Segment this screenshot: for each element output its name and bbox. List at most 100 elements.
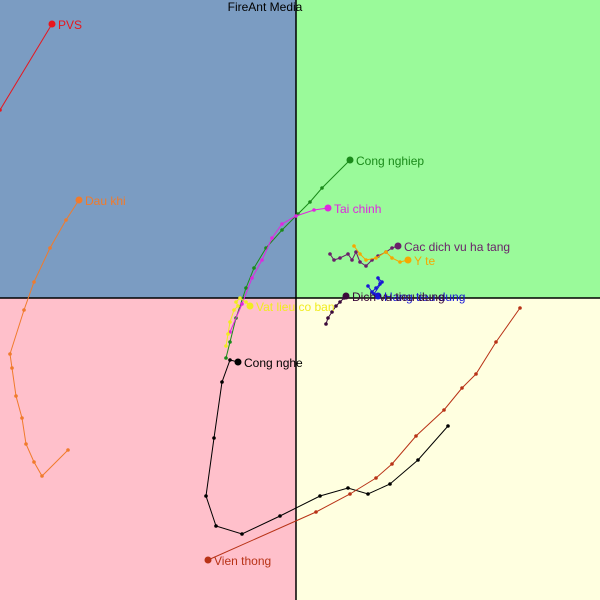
series-point[interactable] (252, 266, 256, 270)
series-label: Hang tieu dung (384, 290, 465, 304)
series-point[interactable] (374, 286, 378, 290)
series-point[interactable] (280, 222, 284, 226)
series-point[interactable] (8, 352, 12, 356)
series-point[interactable] (324, 322, 328, 326)
series-point[interactable] (460, 386, 464, 390)
series-head-point[interactable] (246, 302, 254, 310)
series-point[interactable] (236, 304, 240, 308)
series-head-point[interactable] (342, 292, 350, 300)
series-point[interactable] (374, 256, 378, 260)
series-point[interactable] (24, 442, 28, 446)
series-point[interactable] (346, 486, 350, 490)
series-point[interactable] (518, 306, 522, 310)
series-point[interactable] (442, 408, 446, 412)
series-point[interactable] (244, 300, 248, 304)
series-point[interactable] (66, 448, 70, 452)
series-head-point[interactable] (374, 292, 382, 300)
series-point[interactable] (224, 344, 228, 348)
series-point[interactable] (212, 436, 216, 440)
series-point[interactable] (64, 218, 68, 222)
series-point[interactable] (228, 358, 232, 362)
series-point[interactable] (398, 260, 402, 264)
series-head-point[interactable] (346, 156, 354, 164)
series-head-point[interactable] (404, 256, 412, 264)
series-point[interactable] (416, 458, 420, 462)
series-point[interactable] (280, 228, 284, 232)
series-point[interactable] (314, 510, 318, 514)
series-point[interactable] (380, 280, 384, 284)
series-point[interactable] (446, 424, 450, 428)
series-point[interactable] (14, 394, 18, 398)
series-point[interactable] (232, 308, 236, 312)
series-point[interactable] (10, 366, 14, 370)
series-point[interactable] (204, 494, 208, 498)
series-point[interactable] (350, 258, 354, 262)
series-point[interactable] (308, 200, 312, 204)
series-point[interactable] (226, 332, 230, 336)
series-point[interactable] (260, 258, 264, 262)
series-point[interactable] (228, 340, 232, 344)
series-point[interactable] (240, 302, 244, 306)
series-point[interactable] (220, 380, 224, 384)
series-point[interactable] (20, 416, 24, 420)
series-head-point[interactable] (394, 242, 402, 250)
series-head-point[interactable] (75, 196, 83, 204)
series-point[interactable] (366, 492, 370, 496)
series-point[interactable] (214, 524, 218, 528)
series-point[interactable] (346, 252, 350, 256)
series-point[interactable] (364, 264, 368, 268)
series-head-point[interactable] (48, 20, 56, 28)
series-point[interactable] (32, 280, 36, 284)
series-point[interactable] (374, 476, 378, 480)
series-vat-lieu-co-ban: Vat lieu co ban (224, 296, 335, 348)
series-point[interactable] (388, 482, 392, 486)
series-point[interactable] (414, 434, 418, 438)
series-point[interactable] (326, 316, 330, 320)
series-point[interactable] (334, 304, 338, 308)
series-point[interactable] (390, 462, 394, 466)
series-label: Cong nghiep (356, 154, 424, 168)
series-point[interactable] (366, 284, 370, 288)
series-point[interactable] (228, 320, 232, 324)
series-point[interactable] (294, 214, 298, 218)
series-point[interactable] (390, 246, 394, 250)
series-point[interactable] (238, 296, 242, 300)
series-cong-nghiep: Cong nghiep (224, 154, 424, 360)
series-point[interactable] (312, 208, 316, 212)
series-label: Cac dich vu ha tang (404, 240, 510, 254)
series-head-point[interactable] (324, 204, 332, 212)
series-point[interactable] (240, 532, 244, 536)
series-point[interactable] (32, 460, 36, 464)
series-point[interactable] (494, 340, 498, 344)
series-head-point[interactable] (204, 556, 212, 564)
series-point[interactable] (358, 260, 362, 264)
series-point[interactable] (224, 356, 228, 360)
series-point[interactable] (250, 276, 254, 280)
series-point[interactable] (270, 236, 274, 240)
series-point[interactable] (338, 256, 342, 260)
series-point[interactable] (354, 250, 358, 254)
series-point[interactable] (348, 492, 352, 496)
series-point[interactable] (244, 286, 248, 290)
series-point[interactable] (234, 300, 238, 304)
series-point[interactable] (40, 474, 44, 478)
series-point[interactable] (474, 372, 478, 376)
series-hang-tieu-dung: Hang tieu dung (366, 276, 465, 304)
series-point[interactable] (376, 276, 380, 280)
series-head-point[interactable] (234, 358, 242, 366)
series-point[interactable] (22, 308, 26, 312)
series-point[interactable] (328, 252, 332, 256)
series-point[interactable] (278, 514, 282, 518)
series-point[interactable] (358, 252, 362, 256)
series-point[interactable] (330, 310, 334, 314)
series-point[interactable] (332, 258, 336, 262)
series-point[interactable] (338, 300, 342, 304)
series-point[interactable] (352, 244, 356, 248)
series-point[interactable] (320, 186, 324, 190)
series-point[interactable] (390, 256, 394, 260)
series-point[interactable] (364, 258, 368, 262)
series-point[interactable] (48, 246, 52, 250)
series-point[interactable] (0, 108, 2, 112)
series-point[interactable] (318, 494, 322, 498)
series-point[interactable] (384, 250, 388, 254)
